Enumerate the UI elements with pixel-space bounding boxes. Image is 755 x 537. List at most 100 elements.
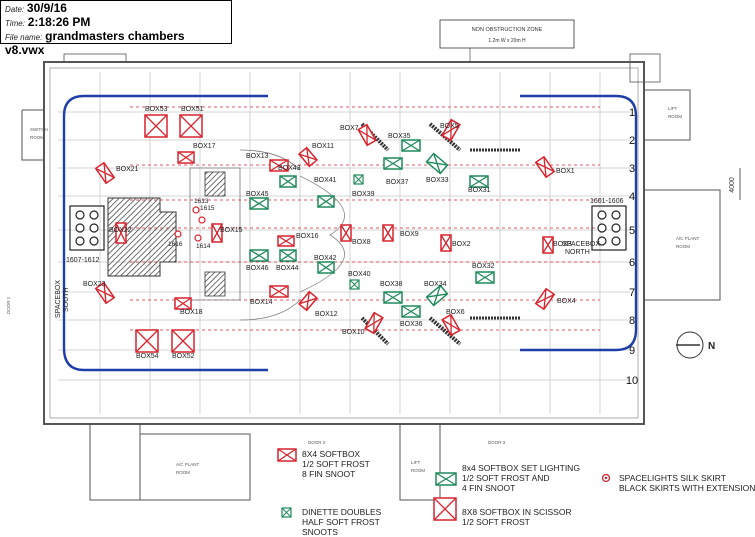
- box-symbol-box4-group: [534, 287, 556, 311]
- box-symbol-box13: [269, 159, 289, 172]
- room-label: ROOM: [668, 114, 682, 119]
- non-obstruction-box: [439, 19, 575, 49]
- box-label-box46: BOX46: [246, 265, 269, 272]
- box-label-box12: BOX12: [315, 311, 338, 318]
- box-label-box9: BOX9: [400, 231, 419, 238]
- box-symbol-box54-cross: [135, 329, 159, 353]
- room-label: ROOM: [176, 470, 190, 475]
- fixture-number: 1616: [168, 241, 183, 248]
- box-label-box14: BOX14: [250, 299, 273, 306]
- stage-curves: [239, 149, 301, 321]
- box-label-box3: BOX3: [553, 241, 572, 248]
- box-symbol-box39: [353, 174, 364, 185]
- building-inner-wall: [49, 67, 639, 419]
- ac-plant-left-outline: [43, 410, 251, 501]
- box-label-box53: BOX53: [145, 106, 168, 113]
- box-symbol-box17-cross: [177, 151, 195, 164]
- legend-scissor: 8X8 SOFTBOX IN SCISSOR 1/2 SOFT FROST: [462, 507, 572, 527]
- box-symbol-box34-group: [425, 284, 449, 307]
- spacelight-fixture: [597, 223, 607, 233]
- box-symbol-box34-cross: [426, 285, 448, 306]
- box-symbol-box17: [177, 151, 195, 164]
- box-label-box4: BOX4: [557, 298, 576, 305]
- box-label-box31: BOX31: [468, 187, 491, 194]
- box-symbol-box51: [179, 114, 203, 138]
- box-symbol-box23-cross: [95, 282, 115, 304]
- fixture-number: 1614: [196, 243, 211, 250]
- row-number: 2: [629, 135, 635, 147]
- legend-symbol-setlight-cross: [435, 472, 457, 486]
- date-row: Date: 30/9/16: [5, 2, 227, 16]
- box-label-box39: BOX39: [352, 191, 375, 198]
- box-symbol-box21-cross: [95, 162, 115, 184]
- box-symbol-box40: [349, 279, 360, 290]
- spacebox-north-grid: [591, 205, 627, 251]
- box-label-box22: BOX22: [109, 227, 132, 234]
- lift-top-outline: [644, 89, 691, 141]
- scissor-platform: [428, 316, 462, 346]
- spacebox-north-label-2: NORTH: [565, 249, 590, 256]
- room-label: A/C PLANT: [676, 236, 700, 241]
- box-symbol-box18-cross: [174, 297, 192, 310]
- fixture-range-north: 1601-1606: [590, 198, 624, 205]
- box-label-box6: BOX6: [446, 309, 465, 316]
- box-label-box7: BOX7: [340, 125, 359, 132]
- row-number: 7: [629, 287, 635, 299]
- box-symbol-box11-group: [297, 146, 319, 168]
- legend-symbol-dinette-cross: [281, 507, 292, 518]
- box-label-box38: BOX38: [380, 281, 403, 288]
- north-letter: N: [708, 341, 715, 352]
- box-label-box10: BOX10: [342, 329, 365, 336]
- spacelight-fixture: [611, 236, 621, 246]
- box-symbol-box2-cross: [440, 234, 452, 252]
- box-label-box41: BOX41: [314, 177, 337, 184]
- file-row: File name: grandmasters chambers v8.vwx: [5, 30, 227, 58]
- box-symbol-box8-cross: [340, 224, 352, 242]
- box-symbol-box52: [171, 329, 195, 353]
- room-label: ROOM: [676, 244, 690, 249]
- legend-dinette-line: DINETTE DOUBLES: [302, 507, 382, 517]
- dimension-value: 4000: [729, 177, 736, 193]
- time-label: Time:: [5, 19, 25, 28]
- box-symbol-box13-cross: [269, 159, 289, 172]
- box-symbol-box12-group: [297, 290, 319, 312]
- room-label: SWITCH: [30, 127, 48, 132]
- box-symbol-box21-group: [94, 161, 116, 185]
- time-value: 2:18:26 PM: [27, 15, 91, 29]
- legend-symbol-softbox-cross: [277, 448, 297, 462]
- box-symbol-box33-group: [425, 152, 449, 175]
- legend-dinette-line: HALF SOFT FROST: [302, 517, 380, 527]
- row-number: 3: [629, 163, 635, 175]
- box-symbol-box8: [340, 224, 352, 242]
- legend-spacelights: SPACELIGHTS SILK SKIRT BLACK SKIRTS WITH…: [619, 473, 755, 493]
- box-label-box13: BOX13: [246, 153, 269, 160]
- box-symbol-box43-cross: [279, 175, 297, 188]
- box-label-box51: BOX51: [181, 106, 204, 113]
- spacelight-marker: [198, 216, 206, 224]
- box-symbol-box46: [249, 249, 269, 262]
- building-outer-wall: [43, 61, 645, 425]
- non-obstruction-size: 1.2m W x 20m H: [488, 38, 526, 44]
- box-symbol-box14: [269, 285, 289, 298]
- title-block: Date: 30/9/16 Time: 2:18:26 PM File name…: [0, 0, 232, 57]
- box-symbol-box53: [144, 114, 168, 138]
- row-number: 4: [629, 191, 635, 203]
- legend-dinette-line: SNOOTS: [302, 527, 338, 537]
- box-symbol-box31-cross: [469, 175, 489, 188]
- stage-frame: [189, 167, 241, 301]
- legend-setlight-line: 1/2 SOFT FROST AND: [462, 473, 550, 483]
- room-label: LIFT: [668, 106, 678, 111]
- room-label: DOOR 2: [308, 440, 326, 445]
- legend-softbox: 8X4 SOFTBOX 1/2 SOFT FROST 8 FIN SNOOT: [302, 449, 370, 479]
- box-symbol-box38: [383, 291, 403, 304]
- spacelight-fixture: [89, 210, 99, 220]
- lift-left-outline: [89, 424, 140, 501]
- spacelight-marker: [194, 234, 202, 242]
- box-symbol-box3-cross: [542, 236, 554, 254]
- legend-setlight-line: 8x4 SOFTBOX SET LIGHTING: [462, 463, 580, 473]
- box-symbol-box39-cross: [353, 174, 364, 185]
- box-symbol-box35-cross: [401, 139, 421, 152]
- box-symbol-box44: [279, 249, 297, 262]
- spacebox-south-label-1: SPACEBOX: [55, 280, 62, 318]
- box-symbol-box15-cross: [211, 223, 223, 243]
